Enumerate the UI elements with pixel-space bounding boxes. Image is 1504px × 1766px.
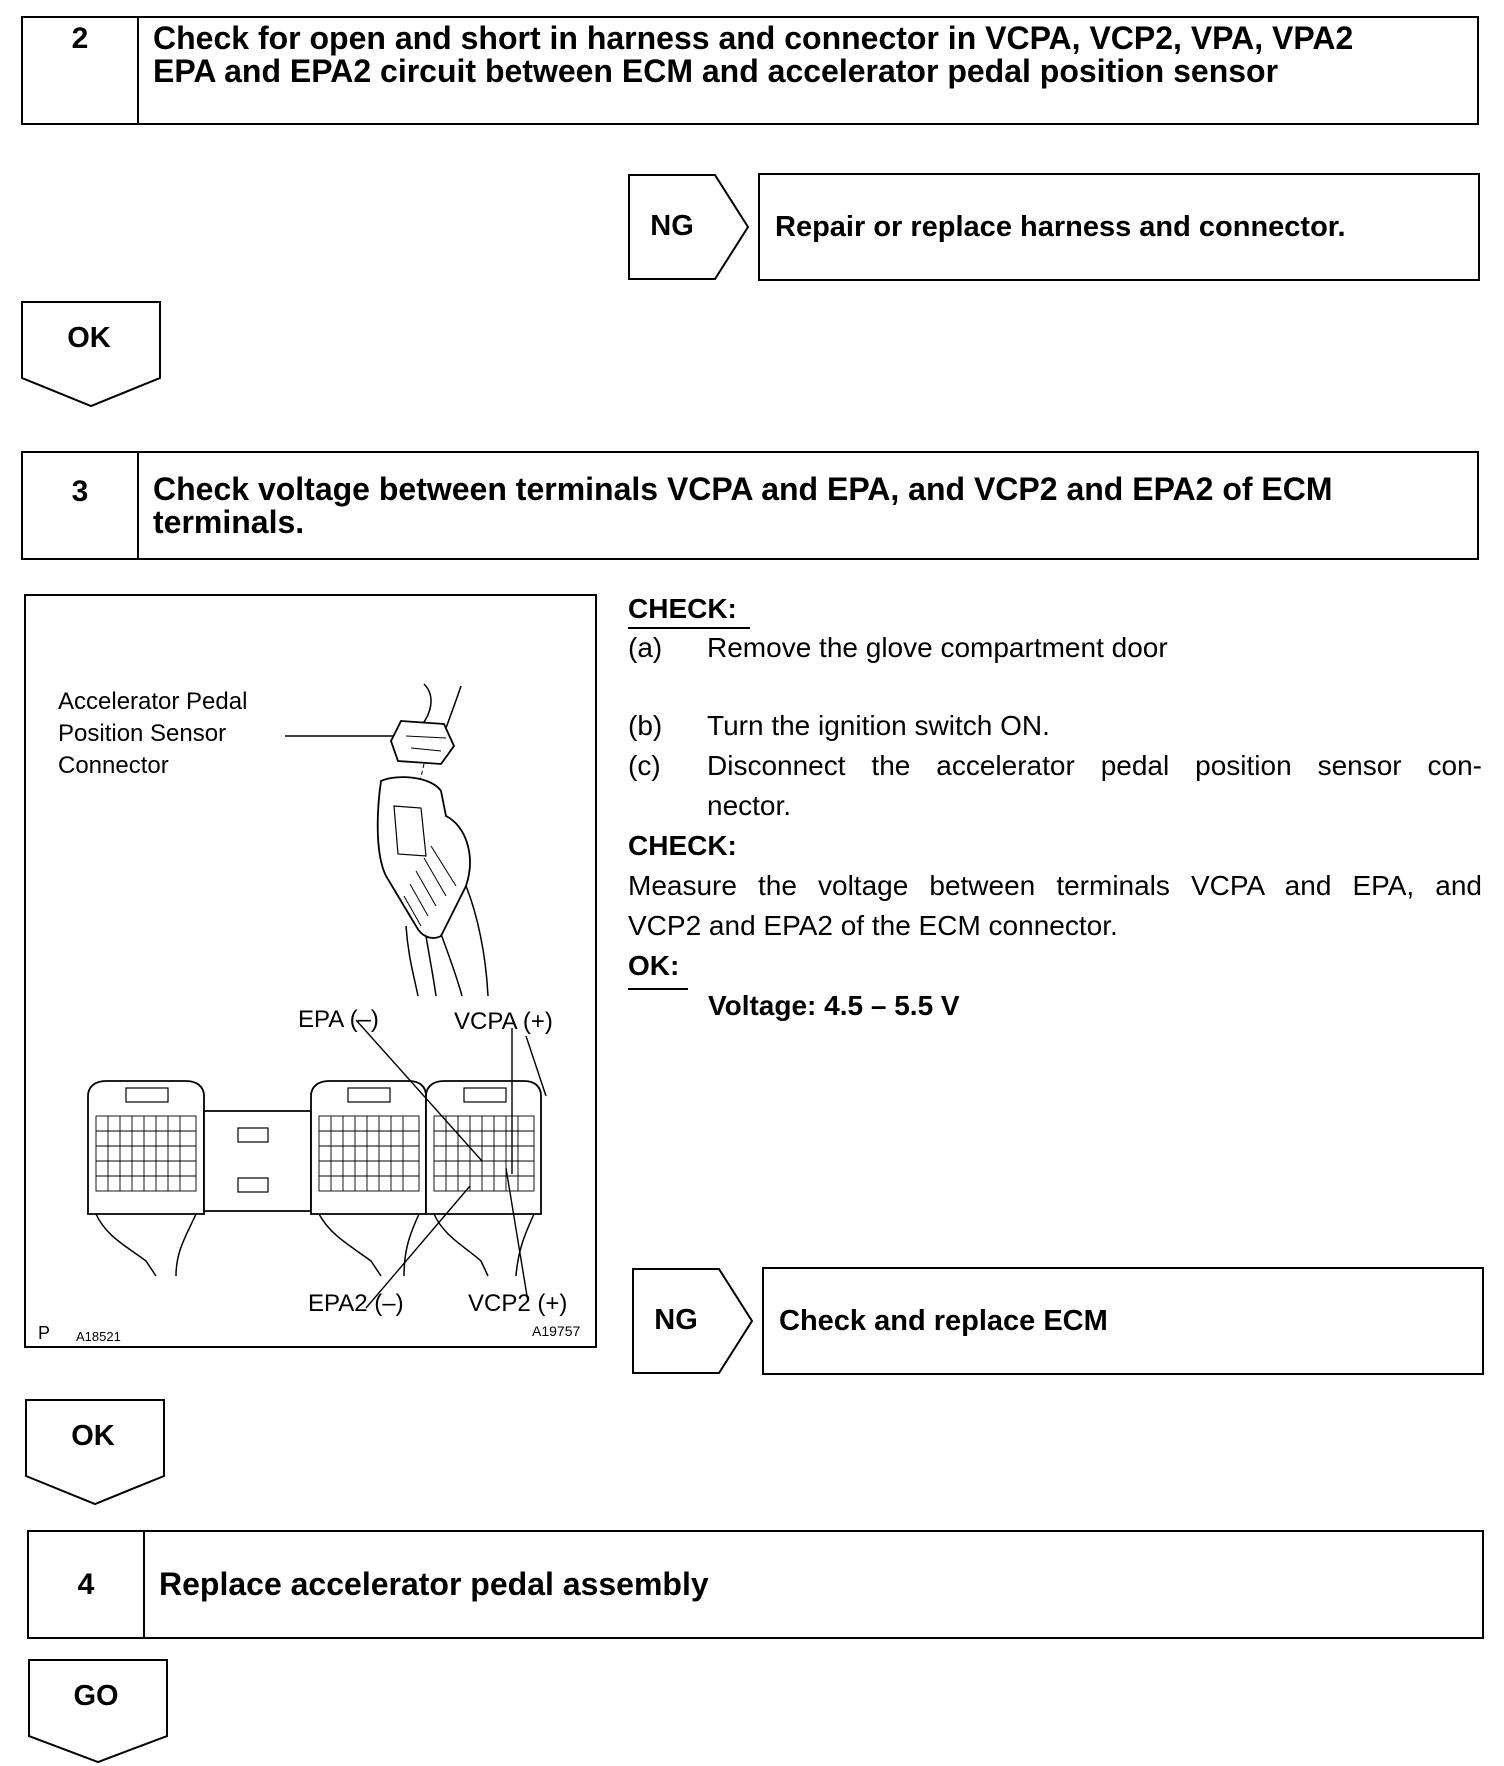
step-3-title: Check voltage between terminals VCPA and… [153,473,1437,539]
vcp2-terminal-label: VCP2 (+) [468,1290,568,1317]
sensor-connector-label-line1: Accelerator Pedal [58,688,248,715]
step-2-number: 2 [23,18,139,123]
ok-heading-underline [628,988,688,990]
item-a-text: Remove the glove compartment door [707,632,1168,663]
step-3-title-line2: terminals. [153,504,305,540]
step-2-ng-tag: NG [627,173,752,281]
sensor-connector-label: Accelerator Pedal Position Sensor Connec… [58,686,247,782]
step-3-ok-tag: OK [24,1398,166,1508]
step-4-title: Replace accelerator pedal assembly [159,1566,709,1602]
step-4-box: 4 Replace accelerator pedal assembly [27,1530,1484,1639]
epa-terminal-label: EPA (–) [298,1006,379,1033]
item-a-marker: (a) [628,632,663,663]
voltage-spec: Voltage: 4.5 – 5.5 V [708,990,960,1021]
connector-illustration [87,683,547,1309]
sensor-connector-label-line3: Connector [58,752,169,779]
ng-arrow-shape [628,174,750,280]
step-2-ng-label: NG [650,210,694,242]
step-3-number: 3 [23,453,139,558]
step-3-ok-label: OK [71,1420,115,1452]
step-2-title-line1: Check for open and short in harness and … [153,20,1354,56]
step-2-ng-action: Repair or replace harness and connector. [758,173,1480,281]
ok-arrow-shape [21,301,161,408]
connector-diagram: Accelerator Pedal Position Sensor Connec… [24,594,597,1348]
ok-heading: OK: [628,950,680,981]
ok-arrow-shape [25,1399,165,1506]
step-2-box: 2 Check for open and short in harness an… [21,16,1479,125]
figure-code-right: A19757 [532,1323,581,1339]
step-4-go-label: GO [73,1680,119,1712]
step-2-ok-tag: OK [20,300,162,410]
item-c-text-line2: nector. [707,790,792,821]
go-arrow-shape [28,1659,168,1764]
ng-arrow-shape [632,1268,754,1374]
sensor-connector-label-line2: Position Sensor [58,720,227,747]
item-b-marker: (b) [628,710,663,741]
measure-text-line1: Measure the voltage between terminals VC… [628,870,1482,901]
vcpa-terminal-label: VCPA (+) [454,1008,553,1035]
measure-text-line2: VCP2 and EPA2 of the ECM connector. [628,910,1118,941]
step-3-ng-tag: NG [631,1267,756,1375]
check-heading-1-underline [628,627,750,629]
step-2-ok-label: OK [67,322,111,354]
step-3-box: 3 Check voltage between terminals VCPA a… [21,451,1479,560]
check-heading-2: CHECK: [628,830,737,861]
step-3-ng-label: NG [654,1304,698,1336]
item-c-text-line1: Disconnect the accelerator pedal positio… [707,750,1482,781]
step-4-go-tag: GO [27,1658,169,1766]
item-c-marker: (c) [628,750,661,781]
item-b-text: Turn the ignition switch ON. [707,710,1050,741]
figure-code-left: A18521 [76,1329,121,1344]
step-2-title: Check for open and short in harness and … [153,22,1437,88]
step-2-title-line2: EPA and EPA2 circuit between ECM and acc… [153,53,1279,89]
check-heading-1: CHECK: [628,593,737,624]
epa2-terminal-label: EPA2 (–) [308,1290,404,1317]
step-4-number: 4 [29,1532,145,1637]
step-3-title-line1: Check voltage between terminals VCPA and… [153,471,1333,507]
step-3-ng-action: Check and replace ECM [762,1267,1484,1375]
figure-corner-p: P [38,1323,51,1343]
